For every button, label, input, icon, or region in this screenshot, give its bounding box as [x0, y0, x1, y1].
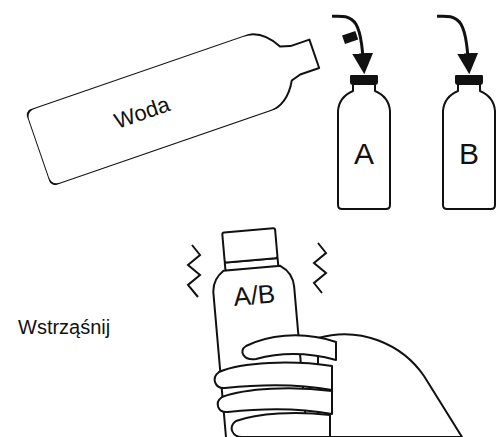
bottle-cap	[342, 31, 358, 44]
shake-lines	[188, 245, 200, 297]
pour-arrow	[332, 16, 364, 70]
bottle: B	[440, 75, 498, 210]
bottle: A	[335, 75, 393, 210]
bottle-label: B	[459, 137, 479, 171]
bottle-label: A/B	[232, 278, 276, 313]
bottle-outline	[25, 13, 335, 186]
shaken-bottle: A/B	[206, 225, 309, 437]
instruction-label: Wstrząśnij	[18, 316, 110, 339]
water-bottle: Woda	[25, 13, 335, 186]
shake-lines	[314, 243, 326, 293]
bottle-label: A	[354, 137, 374, 171]
bottle-outline	[206, 225, 309, 437]
pour-arrow	[437, 16, 469, 70]
